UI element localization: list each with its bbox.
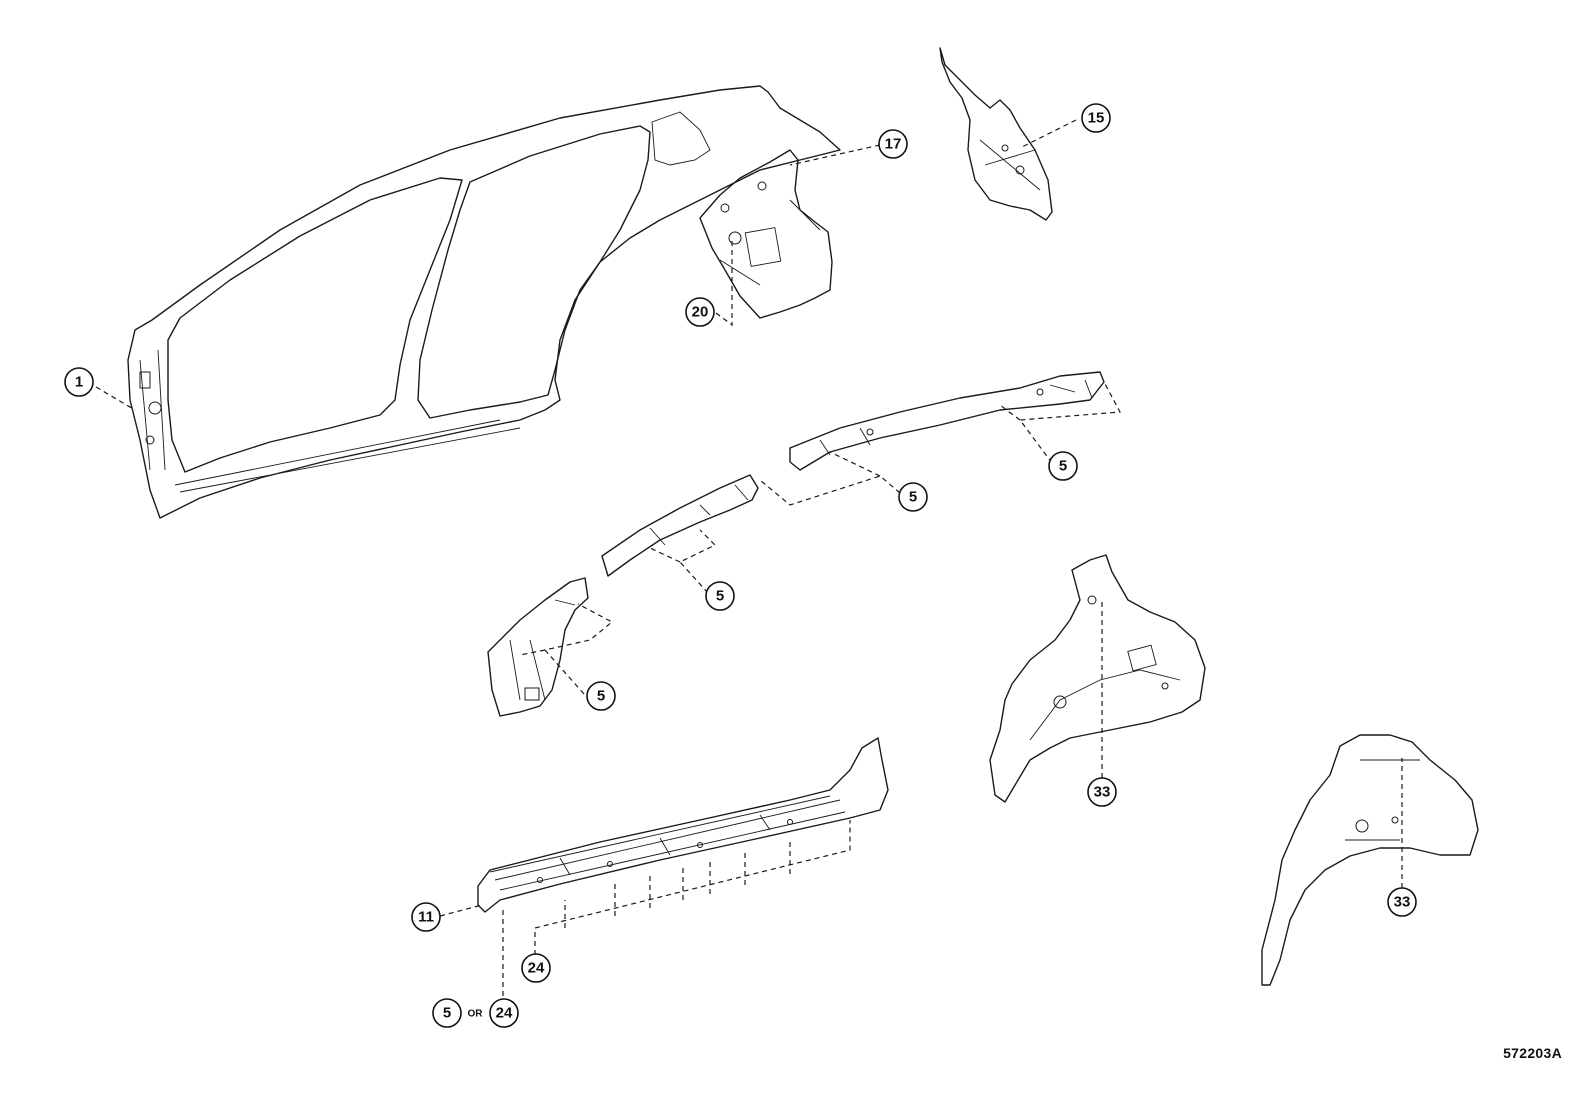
wheel-house-inner-left[interactable] — [989, 554, 1206, 803]
callout-5-rear: 5 — [1048, 451, 1078, 481]
svg-text:24: 24 — [528, 960, 545, 977]
svg-text:24: 24 — [496, 1005, 513, 1022]
svg-text:33: 33 — [1094, 784, 1111, 801]
svg-text:17: 17 — [885, 136, 902, 153]
quarter-upper-bracket[interactable] — [939, 47, 1053, 221]
svg-text:5: 5 — [1059, 458, 1067, 475]
callout-33-right: 33 — [1387, 887, 1417, 917]
svg-text:5: 5 — [716, 588, 724, 605]
callout-20: 20 — [685, 297, 715, 327]
callout-5-pillar: 5 — [586, 681, 616, 711]
callout-15: 15 — [1081, 103, 1111, 133]
callout-1: 1 — [64, 367, 94, 397]
callout-17: 17 — [878, 129, 908, 159]
svg-text:11: 11 — [418, 909, 434, 926]
rocker-panel-inner[interactable] — [477, 737, 889, 913]
callout-5-roof-center: 5 — [898, 482, 928, 512]
svg-text:5: 5 — [909, 489, 917, 506]
callout-24-or: 24 — [489, 998, 519, 1028]
callout-11: 11 — [411, 902, 441, 932]
or-label: OR — [468, 1009, 484, 1020]
svg-text:15: 15 — [1088, 110, 1105, 127]
quarter-inner-panel[interactable] — [699, 149, 833, 319]
callout-24: 24 — [521, 953, 551, 983]
svg-text:33: 33 — [1394, 894, 1411, 911]
svg-text:20: 20 — [692, 304, 709, 321]
callout-5-or: 5 — [432, 998, 462, 1028]
callout-33-left: 33 — [1087, 777, 1117, 807]
pillar-reinforcement[interactable] — [487, 577, 589, 717]
wheel-house-inner-right[interactable] — [1261, 734, 1479, 986]
svg-text:5: 5 — [443, 1005, 451, 1022]
callout-5-roof-front: 5 — [705, 581, 735, 611]
figure-code: 572203A — [1503, 1045, 1562, 1061]
svg-text:5: 5 — [597, 688, 605, 705]
roof-side-reinforcement-center[interactable] — [601, 474, 759, 577]
side-outer-panel[interactable] — [127, 85, 841, 519]
leader-lines — [95, 119, 1403, 996]
svg-text:1: 1 — [75, 374, 83, 391]
